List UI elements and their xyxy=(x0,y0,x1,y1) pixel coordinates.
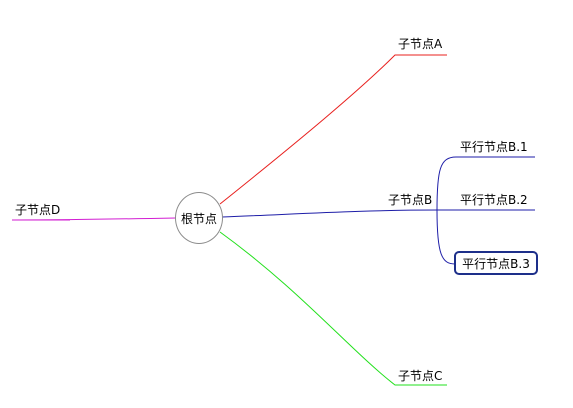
branch-line-b1 xyxy=(436,156,535,211)
node-b2[interactable]: 平行节点B.2 xyxy=(460,193,528,207)
node-a-label: 子节点A xyxy=(398,37,443,51)
node-b1-label: 平行节点B.1 xyxy=(460,140,528,154)
node-c[interactable]: 子节点C xyxy=(398,369,442,383)
node-a[interactable]: 子节点A xyxy=(398,37,442,51)
node-b[interactable]: 子节点B xyxy=(388,193,432,207)
node-b2-label: 平行节点B.2 xyxy=(460,193,528,207)
branch-line-c xyxy=(219,231,447,386)
root-node-label: 根节点 xyxy=(180,211,217,226)
branch-line-b3 xyxy=(436,209,456,265)
node-b-label: 子节点B xyxy=(388,193,433,207)
node-b3-label: 平行节点B.3 xyxy=(462,256,530,271)
root-node[interactable]: 根节点 xyxy=(175,192,223,244)
node-d-label: 子节点D xyxy=(15,203,61,217)
branch-line-a xyxy=(219,54,447,205)
node-b1[interactable]: 平行节点B.1 xyxy=(460,140,528,154)
node-d[interactable]: 子节点D xyxy=(15,203,60,217)
node-c-label: 子节点C xyxy=(398,369,443,383)
branch-line-b xyxy=(221,209,441,218)
node-b3-selected[interactable]: 平行节点B.3 xyxy=(454,251,538,275)
